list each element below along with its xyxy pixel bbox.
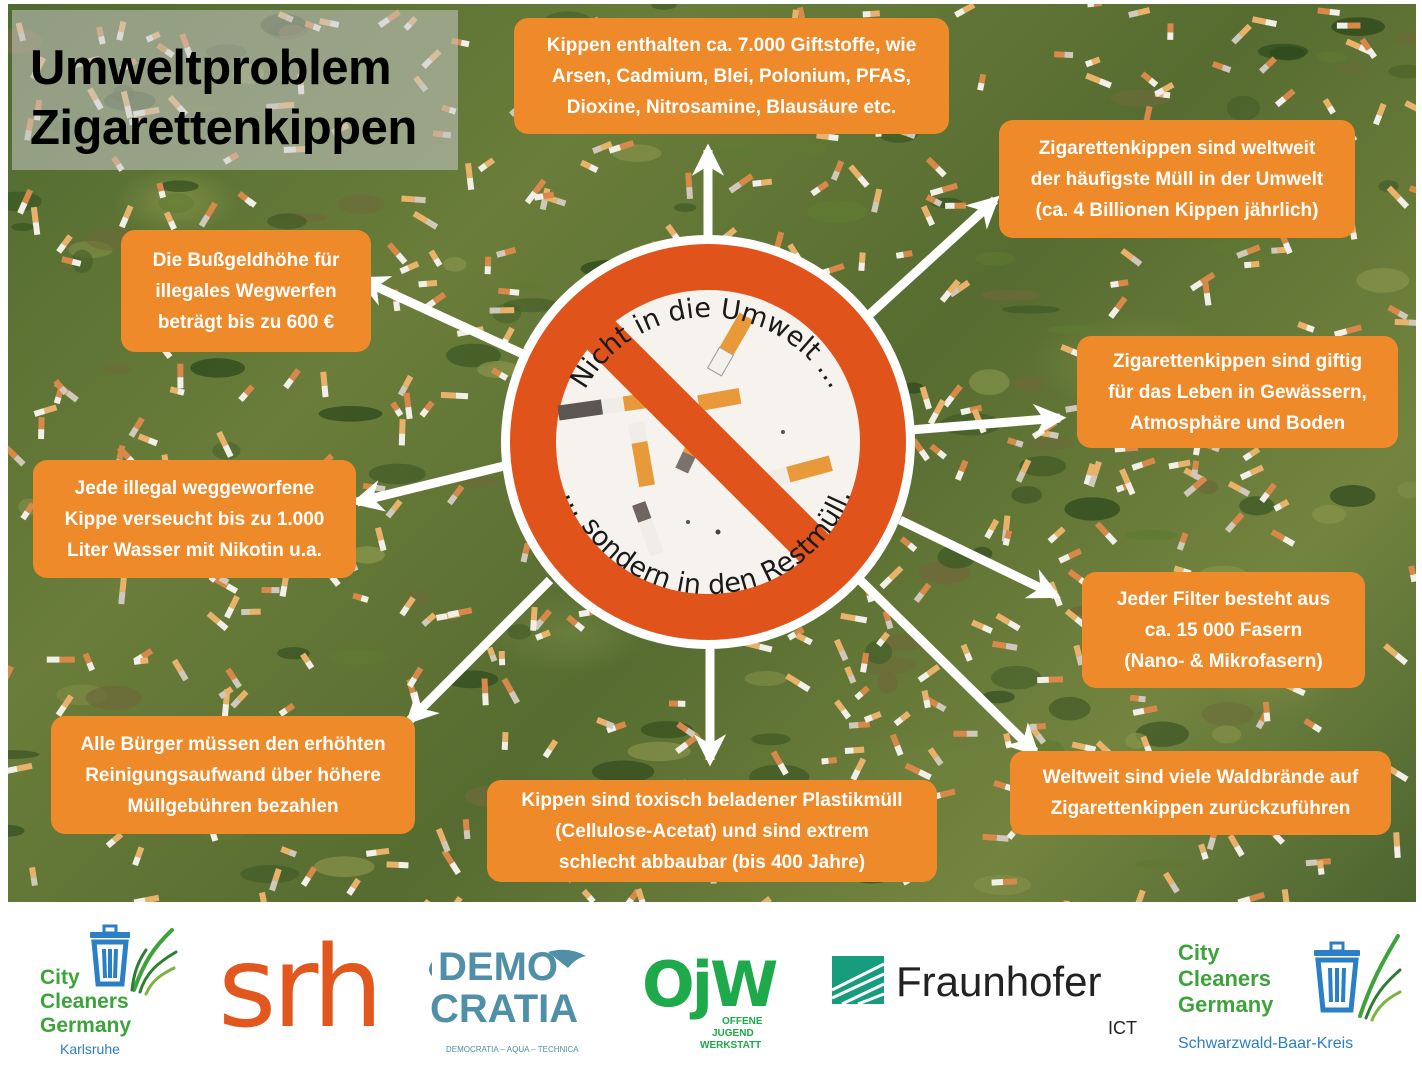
- grass-icon: [1358, 934, 1402, 1022]
- info-line: Weltweit sind viele Waldbrände auf: [1042, 767, 1359, 788]
- info-line: Kippe verseucht bis zu 1.000: [64, 508, 325, 530]
- arrow-left: [350, 457, 522, 512]
- democratia-line-2: CRATIA: [430, 987, 578, 1031]
- ojw-logo: OjW OFFENE JUGEND WERKSTATT: [642, 948, 780, 1051]
- water-drop-icon: [429, 962, 432, 976]
- info-line: der häufigste Müll in der Umwelt: [1030, 168, 1324, 190]
- title-line-1: Umweltproblem: [30, 41, 392, 95]
- info-line: Zigarettenkippen sind weltweit: [1038, 137, 1316, 159]
- logo-sub-karlsruhe: Karlsruhe: [60, 1041, 120, 1057]
- info-line: (Nano- & Mikrofasern): [1124, 650, 1323, 672]
- title-line-2: Zigarettenkippen: [30, 101, 417, 155]
- logo-word-germany: Germany: [40, 1014, 131, 1037]
- logo-word-city: City: [1178, 940, 1220, 965]
- info-line: beträgt bis zu 600 €: [157, 311, 335, 333]
- arrow-down-right-far: [856, 576, 1040, 757]
- arrow-up-left: [356, 275, 527, 360]
- no-littering-sign: Nicht in die Umwelt … … sondern in den R…: [501, 235, 915, 649]
- arrow-right: [909, 403, 1067, 437]
- info-line: illegales Wegwerfen: [155, 280, 337, 302]
- sponsor-logos-footer: City Cleaners Germany Karlsruhe srh DEMO…: [0, 904, 1422, 1066]
- info-box-toxic-for-life: Zigarettenkippen sind giftig für das Leb…: [1077, 336, 1398, 448]
- ojw-mark: OjW: [642, 948, 777, 1021]
- srh-logo: srh: [218, 926, 378, 1053]
- logo-sub-sbk: Schwarzwald-Baar-Kreis: [1178, 1035, 1353, 1052]
- ojw-line-3: WERKSTATT: [700, 1040, 761, 1051]
- logo-word-cleaners: Cleaners: [1178, 966, 1271, 991]
- info-line: Arsen, Cadmium, Blei, Polonium, PFAS,: [552, 65, 911, 87]
- logo-word-germany: Germany: [1178, 992, 1274, 1017]
- arrow-down-right: [898, 515, 1061, 600]
- fraunhofer-ict-logo: Fraunhofer ICT: [831, 956, 1137, 1038]
- info-box-wildfires: Weltweit sind viele Waldbrände auf Zigar…: [1010, 751, 1391, 835]
- title-box: Umweltproblem Zigarettenkippen: [12, 10, 458, 170]
- info-line: Die Bußgeldhöhe für: [152, 249, 340, 271]
- info-line: Müllgebühren bezahlen: [127, 795, 339, 817]
- info-line: Reinigungsaufwand über höhere: [85, 764, 381, 786]
- info-line: Liter Wasser mit Nikotin u.a.: [67, 539, 322, 561]
- wave-icon: [548, 949, 586, 968]
- info-line: schlecht abbaubar (bis 400 Jahre): [558, 851, 866, 873]
- srh-wordmark: srh: [218, 926, 378, 1053]
- info-line: ca. 15 000 Fasern: [1144, 619, 1303, 641]
- info-box-water-contamination: Jede illegal weggeworfene Kippe verseuch…: [33, 460, 356, 578]
- info-line: Zigarettenkippen sind giftig: [1112, 350, 1363, 372]
- democratia-logo: DEMO CRATIA DEMOCRATIA – AQUA – TECHNICA: [429, 945, 586, 1054]
- info-line: Dioxine, Nitrosamine, Blausäure etc.: [566, 96, 897, 118]
- info-box-fine: Die Bußgeldhöhe für illegales Wegwerfen …: [121, 230, 371, 352]
- fraunhofer-wordmark: Fraunhofer: [896, 958, 1101, 1005]
- logo-word-cleaners: Cleaners: [40, 990, 129, 1013]
- info-box-most-common-waste: Zigarettenkippen sind weltweit der häufi…: [999, 120, 1355, 238]
- trash-can-icon: [1314, 941, 1360, 1013]
- trash-can-icon: [90, 924, 130, 987]
- info-box-plastic-waste: Kippen sind toxisch beladener Plastikmül…: [487, 780, 937, 882]
- fraunhofer-sub-ict: ICT: [1108, 1018, 1137, 1038]
- sign-prohibition-bar: [581, 315, 835, 569]
- arrow-up-right: [854, 195, 1000, 329]
- grass-icon: [130, 928, 178, 996]
- ojw-line-2: JUGEND: [712, 1028, 754, 1039]
- arrows-layer: [350, 143, 1067, 767]
- info-line: Zigarettenkippen zurückzuführen: [1050, 798, 1351, 819]
- info-box-cleaning-costs: Alle Bürger müssen den erhöhten Reinigun…: [51, 716, 415, 834]
- info-box-toxins: Kippen enthalten ca. 7.000 Giftstoffe, w…: [514, 18, 949, 134]
- city-cleaners-karlsruhe-logo: City Cleaners Germany Karlsruhe: [40, 924, 178, 1057]
- info-line: (Cellulose-Acetat) und sind extrem: [555, 820, 869, 842]
- democratia-tagline: DEMOCRATIA – AQUA – TECHNICA: [446, 1045, 579, 1054]
- logo-word-city: City: [40, 966, 80, 989]
- democratia-line-1: DEMO: [438, 945, 558, 989]
- ojw-line-1: OFFENE: [722, 1016, 763, 1027]
- info-line: Alle Bürger müssen den erhöhten: [80, 733, 386, 755]
- city-cleaners-sbk-logo: City Cleaners Germany Schwarzwald-Baar-K…: [1178, 934, 1402, 1052]
- info-line: Jede illegal weggeworfene: [74, 477, 315, 499]
- arrow-down-left: [405, 576, 554, 725]
- info-line: Kippen sind toxisch beladener Plastikmül…: [521, 789, 903, 811]
- fraunhofer-stripes-icon: [831, 956, 885, 1006]
- info-line: Atmosphäre und Boden: [1129, 412, 1346, 434]
- info-box-filter-fibers: Jeder Filter besteht aus ca. 15 000 Fase…: [1082, 572, 1365, 688]
- info-line: (ca. 4 Billionen Kippen jährlich): [1035, 199, 1319, 221]
- info-line: Kippen enthalten ca. 7.000 Giftstoffe, w…: [546, 34, 917, 56]
- info-line: Jeder Filter besteht aus: [1116, 588, 1331, 610]
- info-line: für das Leben in Gewässern,: [1108, 381, 1367, 403]
